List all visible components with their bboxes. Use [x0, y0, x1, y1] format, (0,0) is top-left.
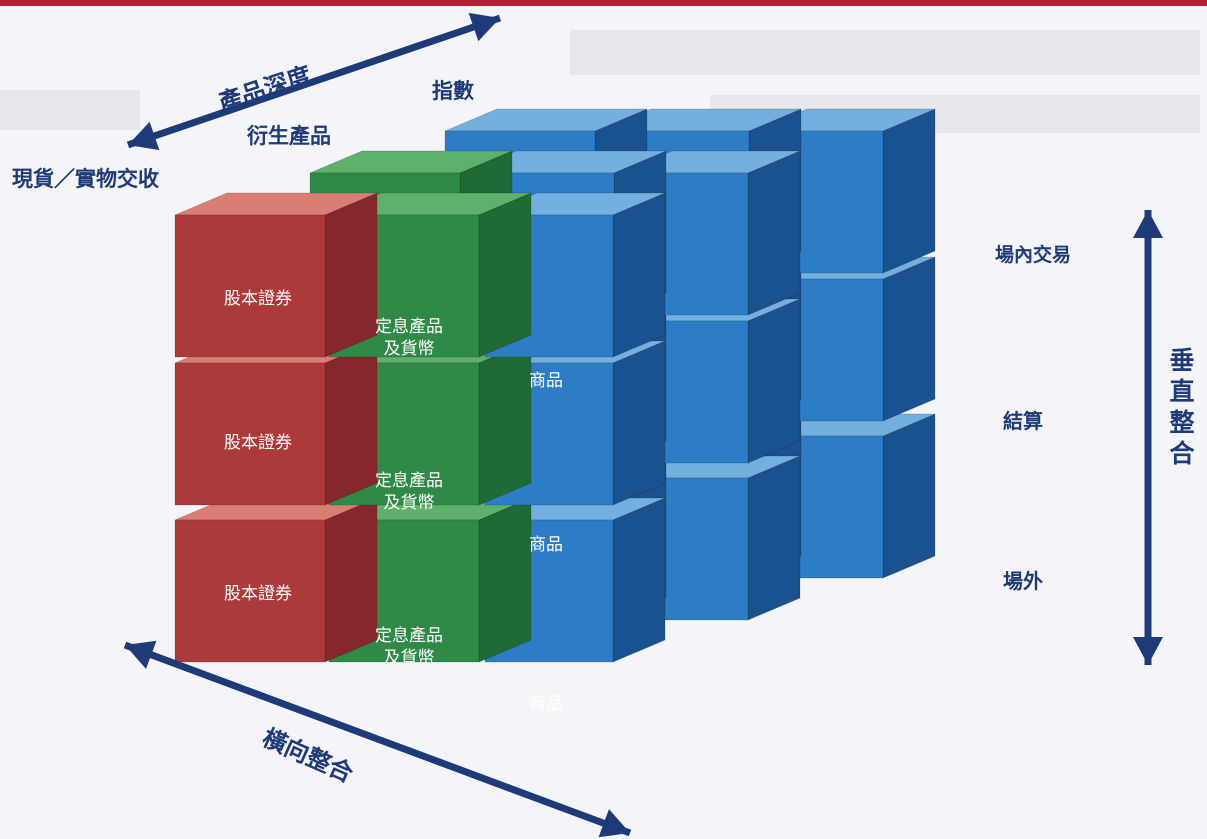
- cube-blue-d1-r1-c2-side: [747, 298, 801, 464]
- cube-blue-d1-r2-c2-side: [747, 455, 801, 621]
- cube-red-d0-r0-c0-front: [174, 214, 326, 358]
- cube-green-d0-r1-c1-side: [478, 340, 532, 506]
- vertical-axis-text: 垂直整合: [1169, 346, 1195, 468]
- fixed-income-line-2: 及貨幣: [383, 648, 435, 668]
- fixed-income-line-1: 定息產品: [375, 317, 443, 337]
- vertical-exchange-label: 場內交易: [995, 244, 1072, 266]
- cube-blue-d2-r2-c2-side: [882, 413, 936, 579]
- depth-axis-arrow-shaft: [126, 14, 502, 149]
- cube-label-fixed-income-middle: 定息產品 及貨幣: [332, 470, 486, 514]
- depth-axis-arrow-head-0: [468, 12, 500, 42]
- cube-label-fixed-income-top: 定息產品 及貨幣: [332, 316, 486, 360]
- cube-label-equity-bottom: 股本證券: [224, 584, 292, 604]
- horizontal-axis-arrow-head-0: [598, 809, 630, 838]
- horizontal-axis-arrow-shaft: [123, 641, 632, 837]
- depth-derivatives-label: 衍生產品: [247, 123, 331, 148]
- depth-index-label: 指數: [432, 78, 474, 103]
- horizontal-axis-arrow-head-1: [125, 640, 157, 669]
- fixed-income-line-1: 定息產品: [375, 471, 443, 491]
- cube-label-equity-top: 股本證券: [224, 289, 292, 309]
- cube-green-d0-r2-c1-side: [478, 497, 532, 663]
- top-border: [0, 0, 1207, 6]
- background-bar: [570, 30, 1200, 75]
- cube-blue-d2-r1-c2-side: [882, 256, 936, 422]
- cube-blue-d0-r0-c2-side: [612, 192, 666, 358]
- cube-label-fixed-income-bottom: 定息產品 及貨幣: [332, 625, 486, 669]
- fixed-income-line-1: 定息產品: [375, 626, 443, 646]
- vertical-axis-label: 垂直整合: [1165, 345, 1199, 469]
- depth-axis-arrow-head-1: [128, 121, 160, 151]
- cube-label-commodities-bottom: 商品: [529, 694, 563, 714]
- vertical-axis-arrow-head-0: [1133, 637, 1163, 665]
- cube-label-equity-middle: 股本證券: [224, 433, 292, 453]
- cube-green-d0-r0-c1-side: [478, 192, 532, 358]
- horizontal-axis-arrow: [123, 640, 632, 838]
- cube-label-commodities-middle: 商品: [529, 535, 563, 555]
- cube-red-d0-r2-c0-front: [174, 519, 326, 663]
- depth-spot-label: 現貨／實物交收: [12, 166, 159, 191]
- fixed-income-line-2: 及貨幣: [383, 493, 435, 513]
- cube-label-commodities-top: 商品: [529, 371, 563, 391]
- depth-axis-arrow: [126, 12, 502, 151]
- cube-blue-d1-r0-c2-side: [747, 150, 801, 316]
- vertical-otc-label: 場外: [1003, 569, 1043, 593]
- cube-red-d0-r1-c0-front: [174, 362, 326, 506]
- background-bar: [0, 90, 140, 130]
- cube-blue-d2-r0-c2-side: [882, 108, 936, 274]
- cube-blue-d0-r1-c2-side: [612, 340, 666, 506]
- vertical-axis-arrow-head-1: [1133, 210, 1163, 238]
- vertical-clearing-label: 結算: [1003, 409, 1043, 433]
- vertical-axis-arrow: [1133, 210, 1163, 665]
- fixed-income-line-2: 及貨幣: [383, 339, 435, 359]
- cube-blue-d0-r2-c2-side: [612, 497, 666, 663]
